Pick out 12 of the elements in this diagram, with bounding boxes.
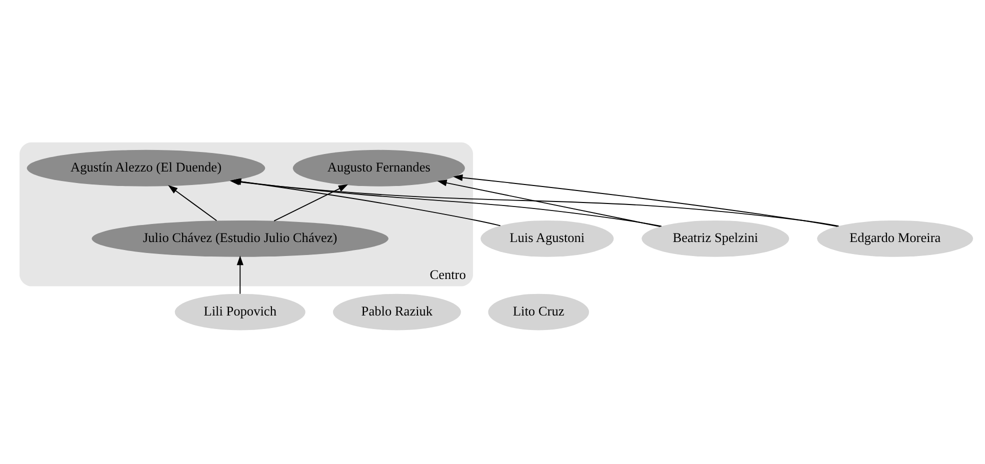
node-ellipse: Edgardo Moreira — [817, 220, 974, 256]
node-ellipse: Lili Popovich — [174, 293, 306, 330]
arrow — [168, 184, 218, 221]
arrow — [236, 255, 244, 294]
node-ellipse: Julio Chávez (Estudio Julio Chávez) — [92, 220, 388, 256]
node-ellipse: Pablo Raziuk — [332, 293, 461, 330]
arrow — [437, 179, 661, 226]
arrow — [274, 184, 348, 221]
node-ellipse: Luis Agustoni — [480, 220, 614, 256]
node-ellipse: Lito Cruz — [488, 293, 590, 330]
arrow — [453, 174, 838, 226]
node-ellipse: Beatriz Spelzini — [642, 220, 790, 256]
